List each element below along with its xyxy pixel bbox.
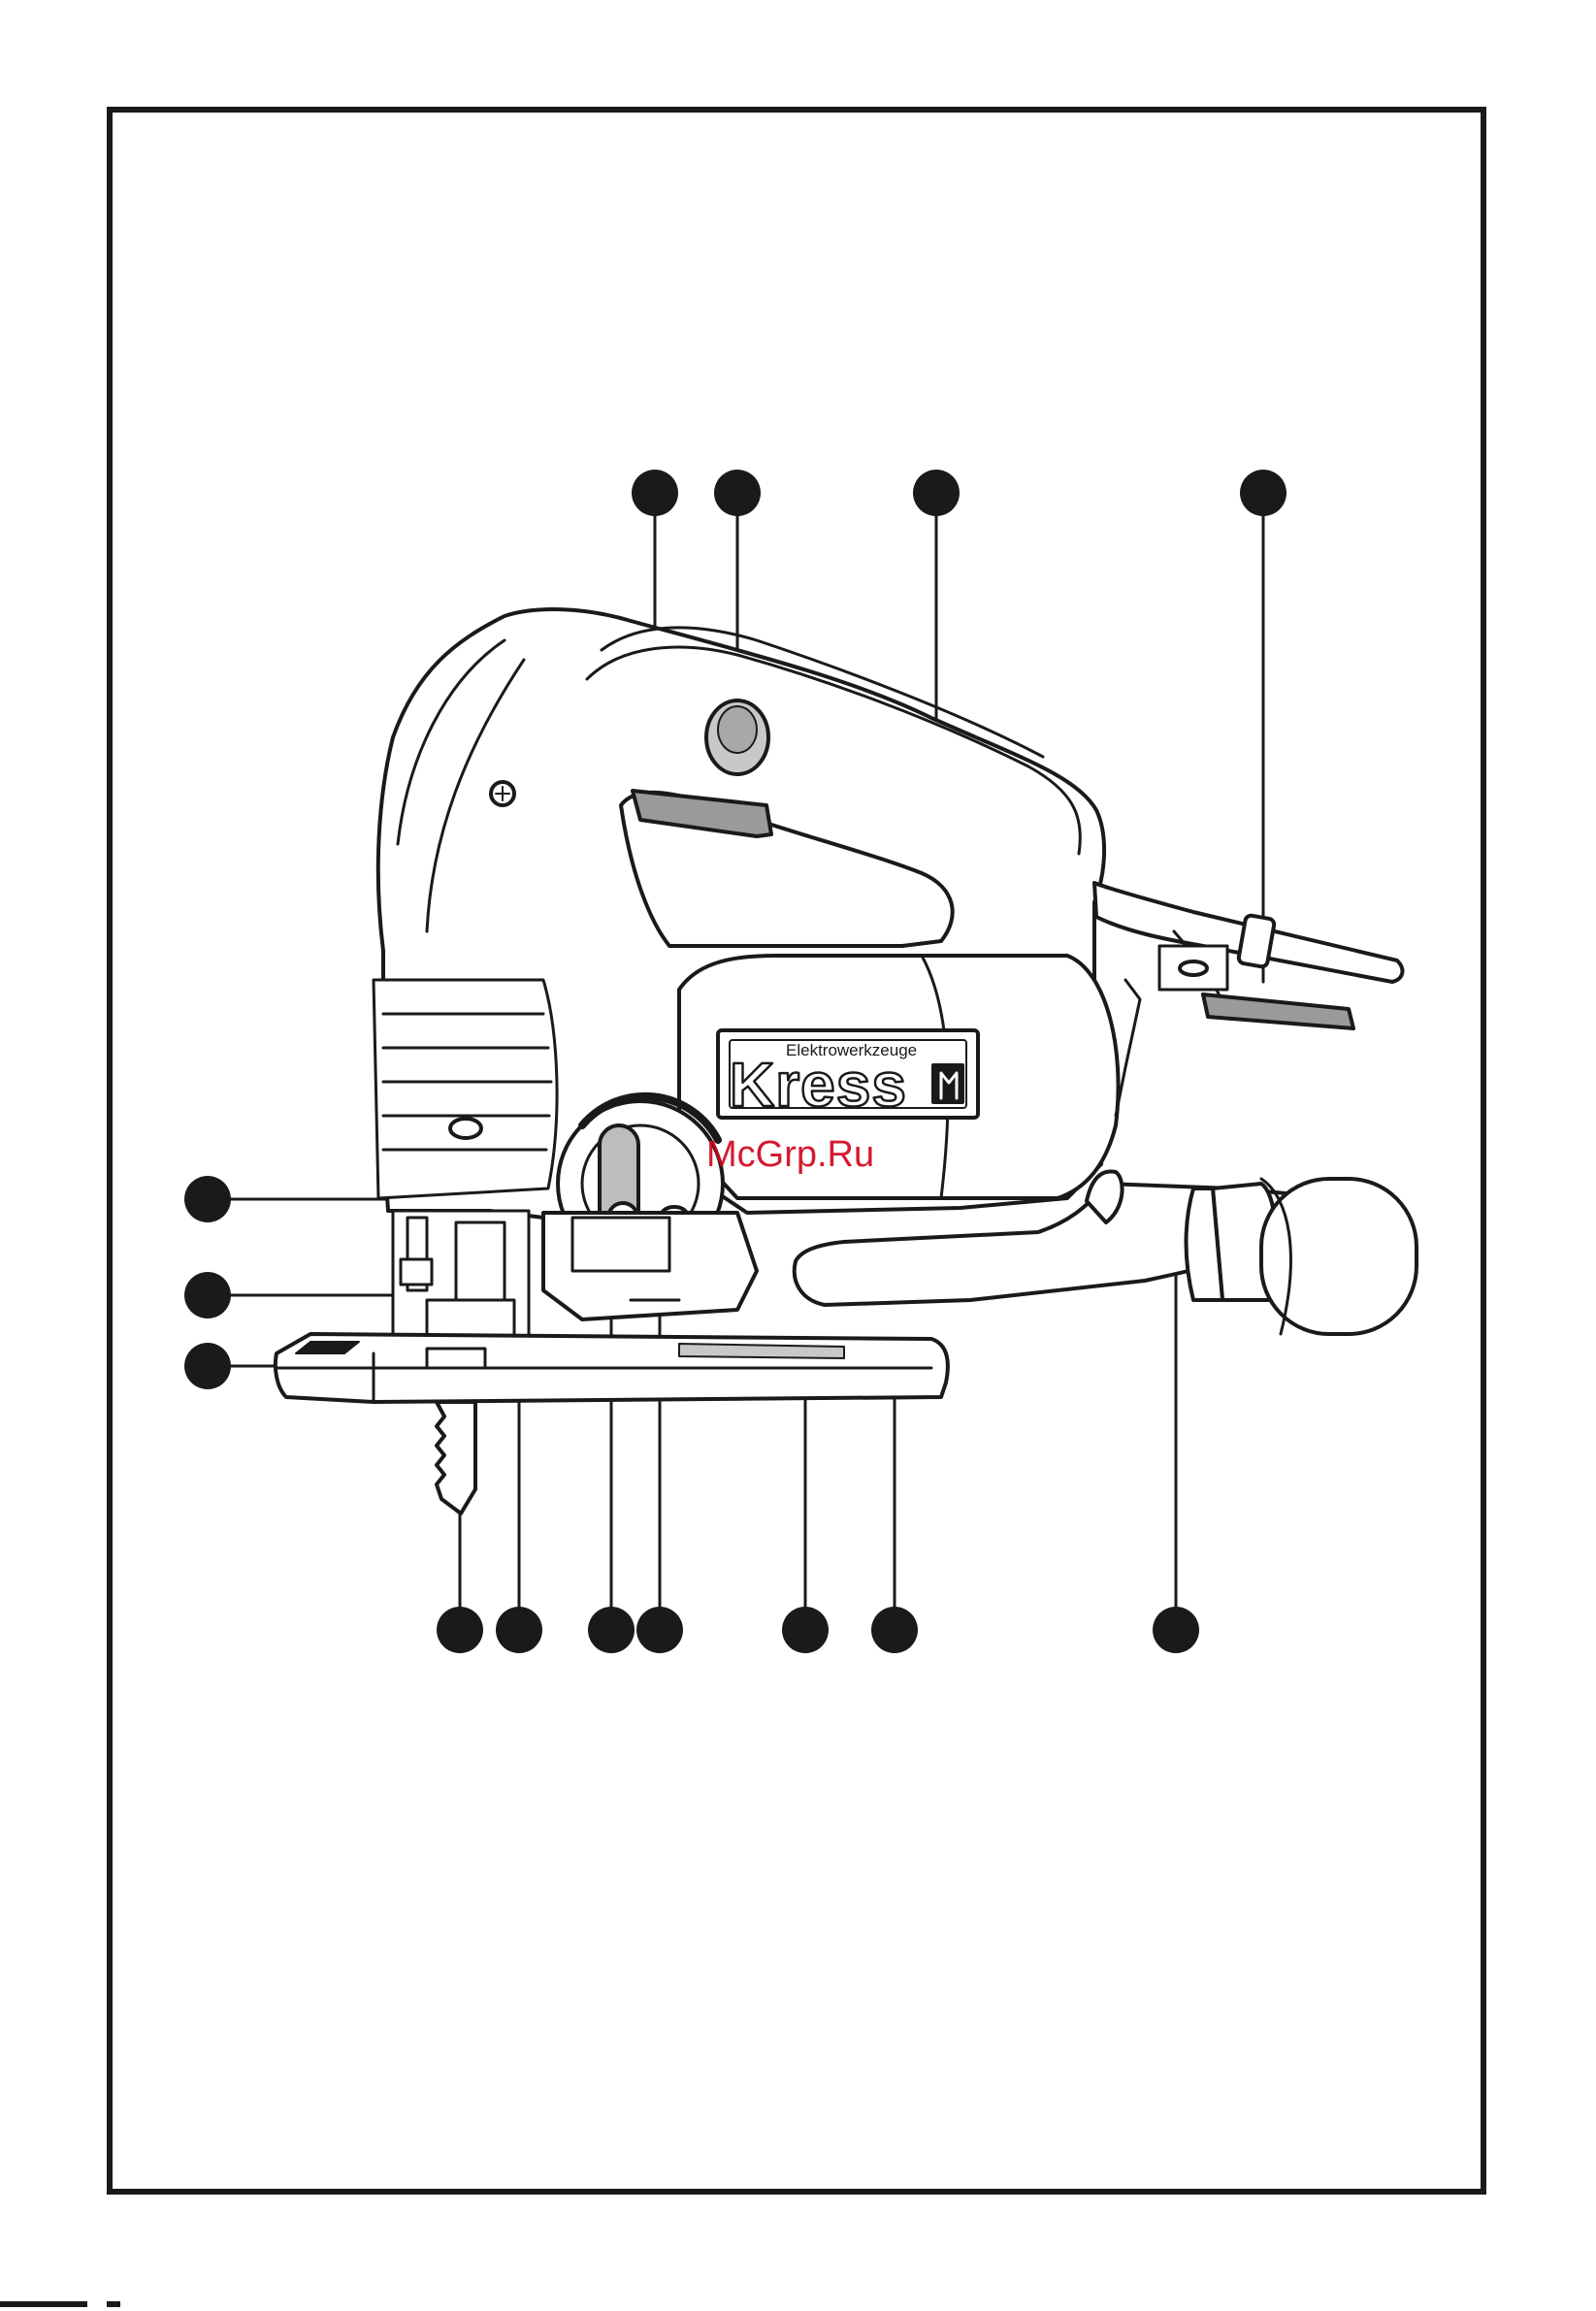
- callout-marker-top-2: [714, 470, 761, 516]
- callout-marker-bottom-3: [588, 1607, 635, 1653]
- callout-marker-left-1: [184, 1176, 231, 1222]
- watermark: McGrp.Ru: [706, 1134, 874, 1175]
- callout-marker-bottom-5: [782, 1607, 829, 1653]
- saw-blade: [437, 1402, 475, 1514]
- callout-marker-left-3: [184, 1343, 231, 1389]
- hex-key: [1203, 994, 1353, 1028]
- base-plate: [276, 1334, 948, 1402]
- callout-marker-top-3: [913, 470, 960, 516]
- callout-marker-bottom-4: [636, 1607, 683, 1653]
- blade-holder: [393, 1211, 529, 1342]
- callout-marker-bottom-2: [496, 1607, 542, 1653]
- callout-marker-top-1: [632, 470, 678, 516]
- callout-marker-top-4: [1240, 470, 1287, 516]
- callout-marker-bottom-1: [437, 1607, 483, 1653]
- brand-name: Kress: [730, 1050, 907, 1120]
- power-cord: [1094, 883, 1402, 1116]
- callout-marker-bottom-7: [1153, 1607, 1199, 1653]
- front-grip: [374, 980, 557, 1198]
- callout-marker-bottom-6: [871, 1607, 918, 1653]
- page-edge-marks: [0, 2301, 1596, 2311]
- callout-marker-left-2: [184, 1272, 231, 1318]
